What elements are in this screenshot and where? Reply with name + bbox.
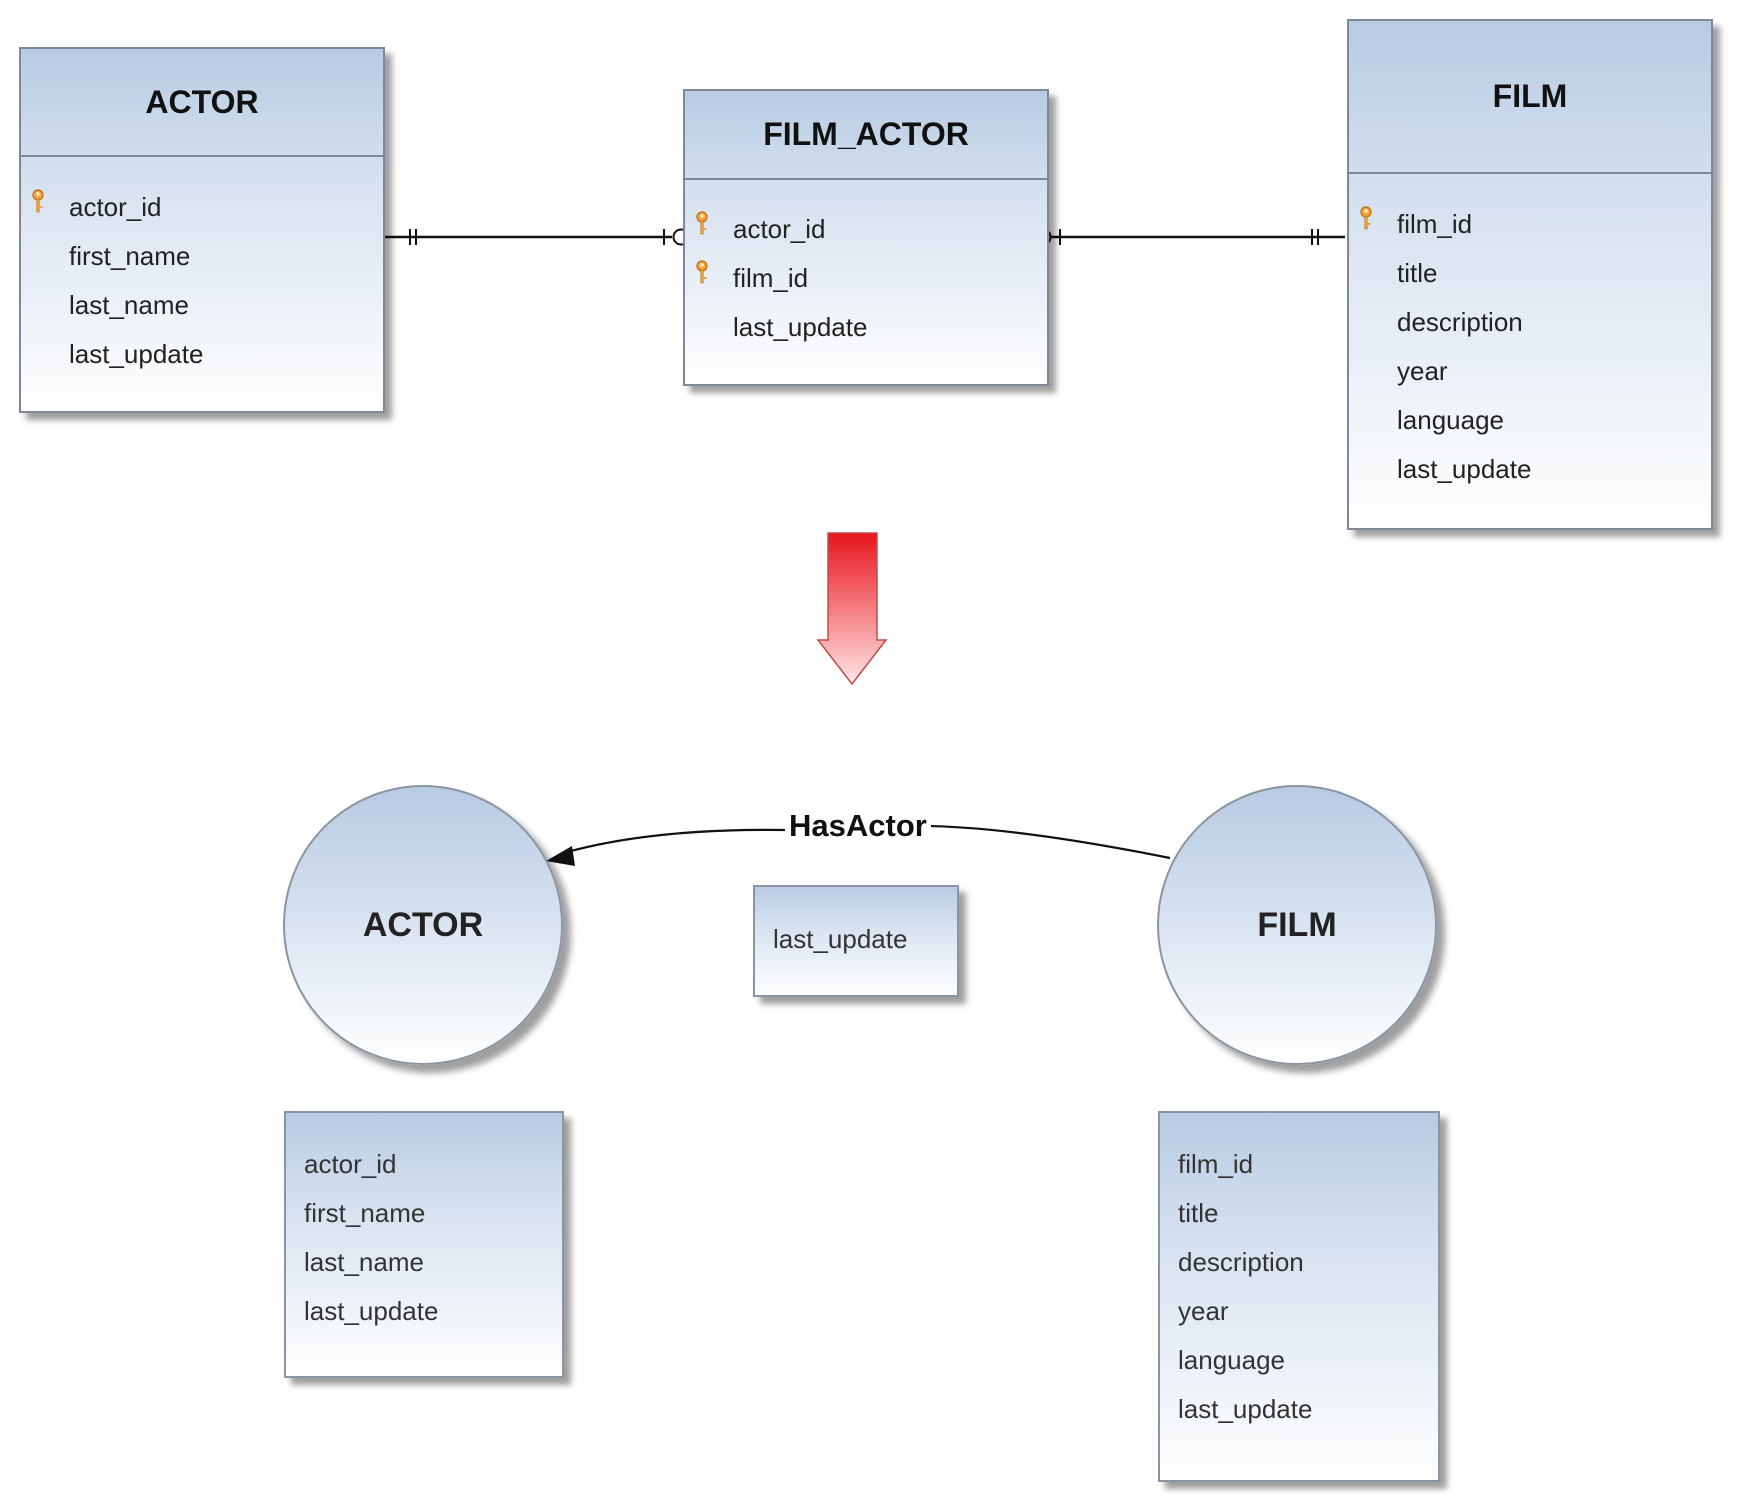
property-year: year bbox=[1178, 1296, 1229, 1326]
table-field-film-id: film_id bbox=[1349, 200, 1711, 249]
table-field-last-update: last_update bbox=[69, 339, 204, 369]
property-actor-id: actor_id bbox=[304, 1149, 397, 1179]
film-actor-table[interactable]: FILM_ACTOR actor_id film_id bbox=[683, 89, 1049, 386]
property-first-name: first_name bbox=[304, 1198, 426, 1228]
arrowhead-icon bbox=[546, 846, 575, 866]
table-field-first-name: first_name bbox=[69, 241, 191, 271]
down-arrow-icon bbox=[816, 532, 888, 686]
property-last-update: last_update bbox=[1178, 1394, 1313, 1424]
table-title: ACTOR bbox=[21, 49, 383, 157]
relationship-properties-box[interactable]: last_update bbox=[753, 885, 959, 997]
field-name: film_id bbox=[1397, 209, 1473, 239]
key-icon bbox=[32, 189, 44, 213]
property-last-update: last_update bbox=[304, 1296, 439, 1326]
property-film-id: film_id bbox=[1178, 1149, 1254, 1179]
node-label: ACTOR bbox=[362, 905, 484, 944]
film-table[interactable]: FILM film_id title description year lang… bbox=[1347, 19, 1713, 530]
property-description: description bbox=[1178, 1247, 1304, 1277]
table-title: FILM_ACTOR bbox=[685, 91, 1047, 180]
key-icon bbox=[696, 260, 708, 284]
field-name: film_id bbox=[733, 263, 809, 293]
table-field-description: description bbox=[1397, 307, 1523, 337]
table-field-year: year bbox=[1397, 356, 1448, 386]
filmactor-film-connector bbox=[1034, 228, 1345, 246]
film-properties-box[interactable]: film_id title description year language … bbox=[1158, 1111, 1440, 1482]
actor-filmactor-connector bbox=[385, 228, 690, 246]
table-field-actor-id: actor_id bbox=[685, 205, 1047, 254]
actor-node[interactable]: ACTOR bbox=[283, 785, 563, 1065]
key-icon bbox=[1360, 206, 1372, 230]
table-title: FILM bbox=[1349, 21, 1711, 174]
actor-table[interactable]: ACTOR actor_id first_name last_name last… bbox=[19, 47, 385, 413]
key-icon bbox=[696, 211, 708, 235]
table-field-actor-id: actor_id bbox=[21, 183, 383, 232]
actor-properties-box[interactable]: actor_id first_name last_name last_updat… bbox=[284, 1111, 564, 1378]
property-title: title bbox=[1178, 1198, 1219, 1228]
property-last-name: last_name bbox=[304, 1247, 424, 1277]
node-label: FILM bbox=[1257, 905, 1337, 944]
table-field-language: language bbox=[1397, 405, 1504, 435]
relationship-label: HasActor bbox=[785, 808, 931, 844]
field-name: actor_id bbox=[733, 214, 826, 244]
table-field-last-update: last_update bbox=[733, 312, 868, 342]
table-field-film-id: film_id bbox=[685, 254, 1047, 303]
table-field-title: title bbox=[1397, 258, 1438, 288]
film-node[interactable]: FILM bbox=[1157, 785, 1437, 1065]
table-field-last-update: last_update bbox=[1397, 454, 1532, 484]
table-field-last-name: last_name bbox=[69, 290, 189, 320]
property-last-update: last_update bbox=[773, 924, 908, 954]
property-language: language bbox=[1178, 1345, 1285, 1375]
field-name: actor_id bbox=[69, 192, 162, 222]
